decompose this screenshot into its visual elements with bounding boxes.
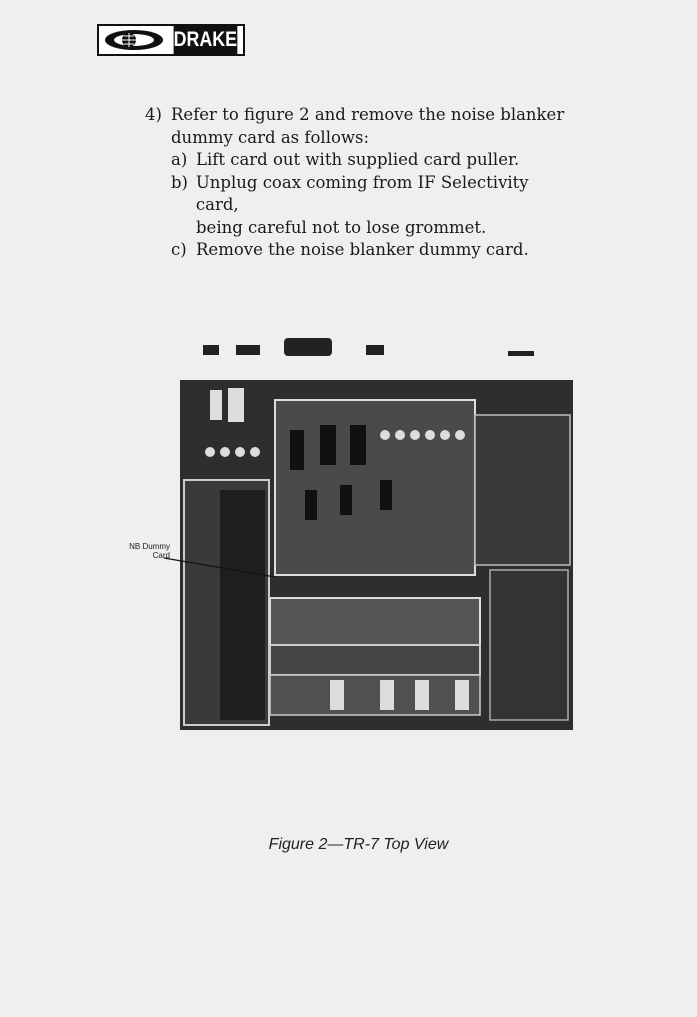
step-text: Refer to figure 2 and remove the noise b… [171,105,565,124]
substep-text: Lift card out with supplied card puller. [196,150,520,169]
front-panel-knobs [203,338,534,356]
substep-text-cont: being careful not to lose grommet. [196,217,487,237]
substep-label: a) [171,150,188,169]
logo-wordmark: DRAKE [173,26,238,54]
step-text-cont: dummy card as follows: [171,127,370,147]
globe-emblem-icon [99,26,168,54]
figure-caption: Figure 2—TR-7 Top View [268,836,449,853]
substep-label: b) [171,172,188,192]
step-number: 4) [145,105,162,124]
substep-text: Unplug coax coming from IF Selectivity c… [195,172,529,215]
tr7-top-view-photo [180,380,573,730]
instruction-list: 4) Refer to figure 2 and remove the noise… [145,104,575,262]
callout-leader-line [163,557,276,578]
callout-line2: Card [152,551,170,560]
drake-logo: DRAKE [97,24,245,56]
callout-line1: NB Dummy [129,542,170,551]
nb-dummy-card-callout: NB Dummy Card [118,542,170,560]
substep-text: Remove the noise blanker dummy card. [196,240,529,259]
substep-label: c) [171,240,187,259]
